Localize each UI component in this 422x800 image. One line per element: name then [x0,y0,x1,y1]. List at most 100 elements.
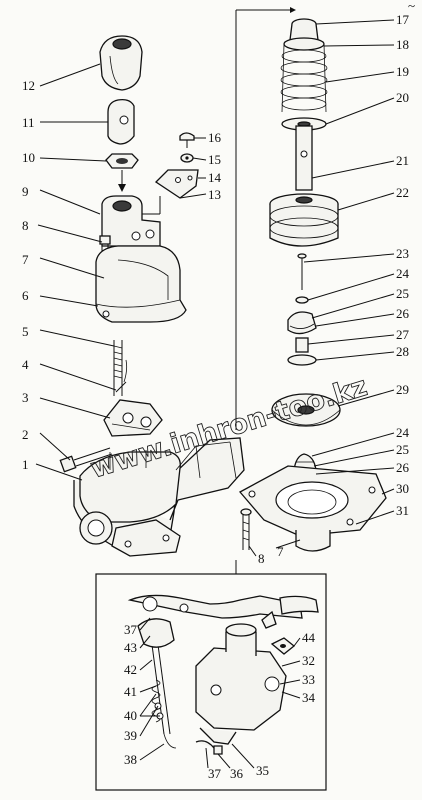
part-27-28-seal [287,337,317,366]
callout-label-34: 34 [302,690,316,705]
leader-line-1 [35,463,83,481]
callout-label-20: 20 [396,90,409,105]
leader-line-31 [355,510,395,525]
callout-label-7: 7 [277,544,284,559]
part-29-diaphragm [271,393,341,427]
leader-line-24 [307,273,395,301]
part-22-piston [269,193,339,247]
callout-label-28: 28 [396,344,409,359]
callout-label-23: 23 [396,246,409,261]
leader-line-24 [311,432,395,457]
leader-line-7 [275,539,301,549]
leader-line-10 [39,157,107,162]
leader-line-18 [323,44,395,47]
callout-label-37: 37 [124,622,138,637]
leader-line-38 [139,743,165,761]
callout-label-1: 1 [22,457,29,472]
callout-labels: 1211109876543211615141317181920212223242… [22,12,410,781]
callout-label-14: 14 [208,170,222,185]
callout-label-13: 13 [208,187,221,202]
callout-label-4: 4 [22,357,29,372]
leader-line-36 [217,753,231,769]
leader-line-23 [303,253,395,263]
callout-label-5: 5 [22,324,29,339]
leader-line-27 [307,334,395,345]
part-21-shaft [295,125,313,191]
callout-label-10: 10 [22,150,35,165]
callout-label-21: 21 [396,153,409,168]
callout-label-6: 6 [22,288,29,303]
leader-line-25 [313,449,395,467]
callout-label-2: 2 [22,427,29,442]
leader-line-19 [325,71,395,83]
leader-line-8 [248,545,257,557]
callout-label-41: 41 [124,684,137,699]
leader-line-32 [281,660,301,667]
part-18-19-spring [280,37,328,113]
callout-label-9: 9 [22,184,29,199]
part-10-nut [105,153,139,192]
left-assembly [59,35,245,557]
leader-line-17 [315,19,395,25]
divider-lines [235,7,296,574]
callout-label-16: 16 [208,130,222,145]
callout-label-27: 27 [396,327,410,342]
leader-line-2 [39,432,71,461]
part-24-washer [295,296,309,304]
callout-label-22: 22 [396,185,409,200]
leader-line-35 [231,743,255,769]
leader-line-39 [139,705,159,737]
inset-assembly [95,573,327,791]
callout-label-44: 44 [302,630,316,645]
callout-label-11: 11 [22,115,35,130]
leader-line-7 [39,257,105,279]
callout-leaders [35,19,395,769]
callout-label-36: 36 [230,766,244,781]
leader-line-25 [311,293,395,319]
callout-label-33: 33 [302,672,315,687]
leader-line-43 [139,635,151,649]
callout-label-32: 32 [302,653,315,668]
callout-label-29: 29 [396,382,409,397]
part-14-plate [154,169,199,199]
part-17-cap [289,18,319,41]
leader-line-3 [39,397,111,419]
part-30-31-base [238,465,387,552]
leader-line-4 [39,363,117,391]
callout-label-37: 37 [208,766,222,781]
callout-label-25: 25 [396,442,409,457]
part-16-screw [179,132,195,148]
leader-line-30 [381,488,395,495]
leader-line-26 [315,313,395,327]
leader-line-8 [37,224,103,243]
leader-line-13 [179,193,207,199]
part-4-lever [103,399,163,437]
part-2-bolt [59,447,113,473]
leader-line-44 [293,637,301,647]
callout-label-18: 18 [396,37,409,52]
callout-label-30: 30 [396,481,409,496]
callout-label-15: 15 [208,152,221,167]
callout-label-19: 19 [396,64,409,79]
leader-line-34 [281,691,301,699]
part-6-housing [95,245,187,323]
callout-label-31: 31 [396,503,409,518]
callout-label-12: 12 [22,78,35,93]
callout-label-26: 26 [396,460,410,475]
part-12-knob [99,35,143,91]
leader-line-42 [139,659,153,671]
callout-label-26: 26 [396,306,410,321]
callout-label-39: 39 [124,728,137,743]
callout-label-24: 24 [396,425,410,440]
part-9-body [101,195,161,247]
part-23-pin [297,253,307,290]
leader-line-20 [325,97,395,125]
corner-mark: ~ [408,0,415,13]
callout-label-17: 17 [396,12,410,27]
leader-line-15 [192,157,207,161]
leader-line-37 [205,747,209,769]
leader-line-6 [39,295,99,307]
callout-label-7: 7 [22,252,29,267]
